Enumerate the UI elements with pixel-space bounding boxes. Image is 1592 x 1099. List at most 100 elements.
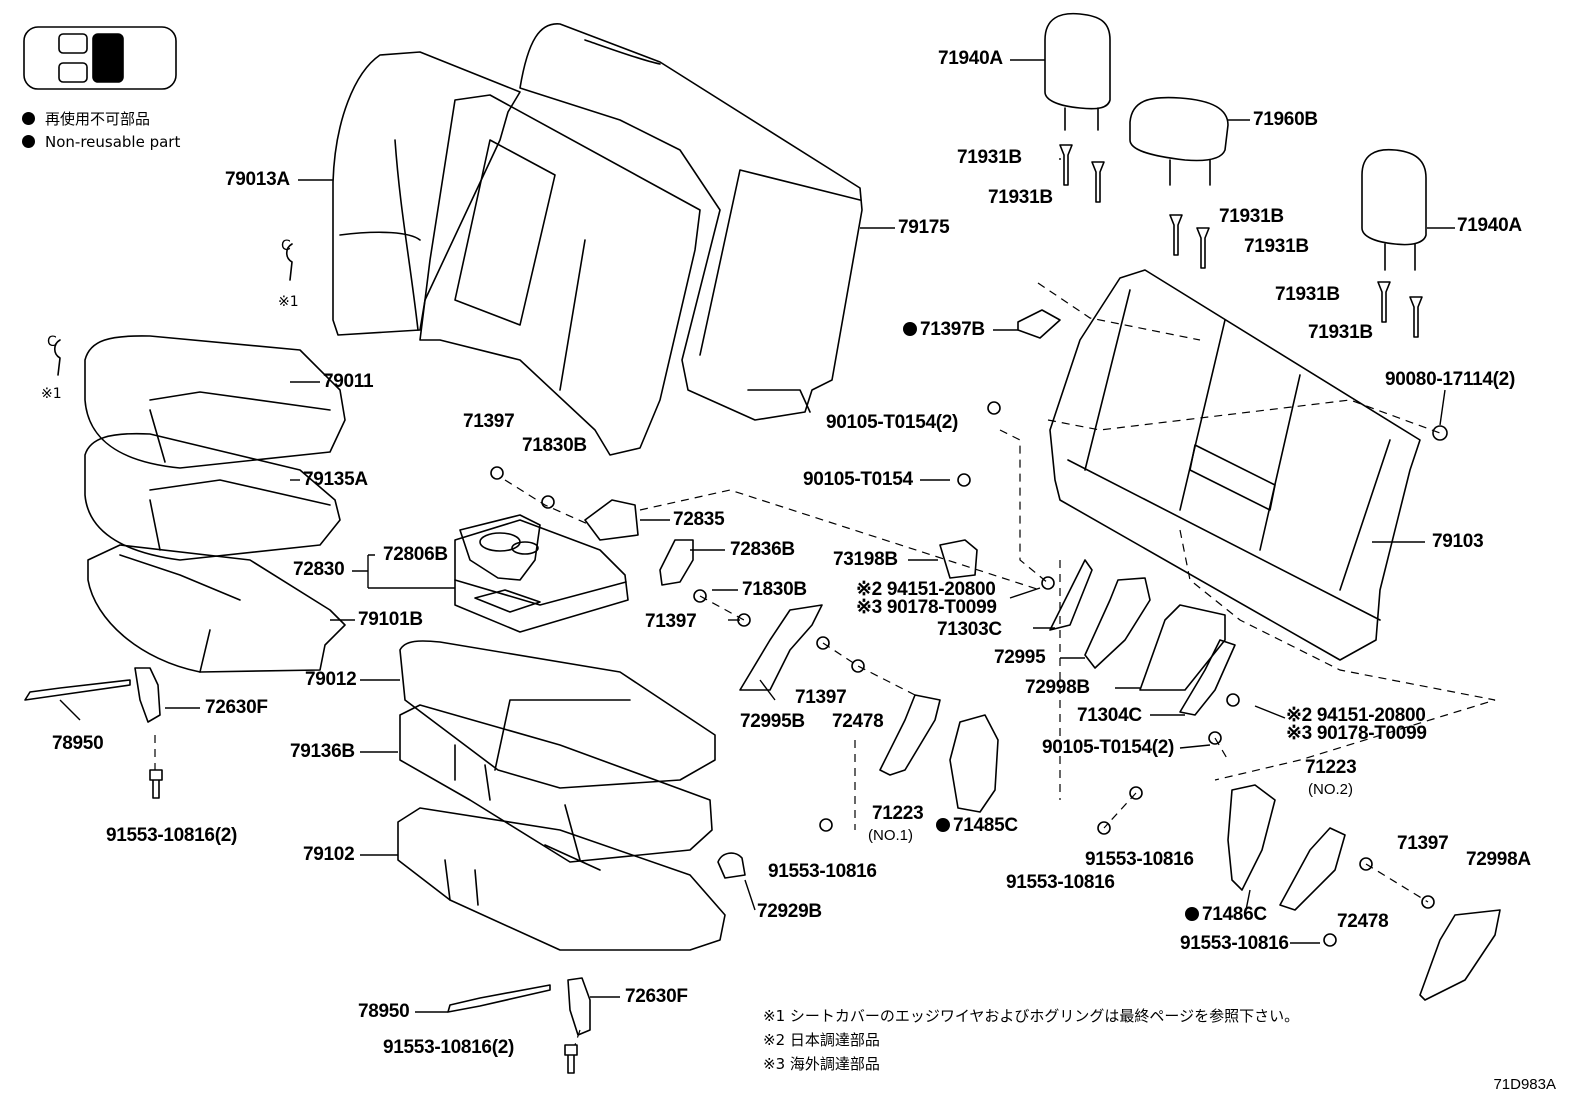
part-label-71223-no1[interactable]: 71223	[872, 803, 924, 824]
part-label-71931b[interactable]: 71931B	[1308, 322, 1373, 343]
part-label-71931b[interactable]: 71931B	[1219, 206, 1284, 227]
note-ref-3: ※3	[856, 597, 887, 618]
part-label-90105-t0154-2[interactable]: 90105-T0154(2)	[826, 412, 959, 433]
seatback-center	[419, 94, 701, 456]
part-label-71931b[interactable]: 71931B	[1275, 284, 1340, 305]
note-ref-mark: ※1	[278, 294, 299, 310]
illustration-code: 71D983A	[1493, 1076, 1556, 1093]
part-label-72835[interactable]: 72835	[673, 509, 725, 530]
part-label-71223-no2[interactable]: 71223	[1305, 757, 1357, 778]
part-label-79136b[interactable]: 79136B	[290, 741, 355, 762]
part-label-79012[interactable]: 79012	[305, 669, 357, 690]
part-label-79102[interactable]: 79102	[303, 844, 355, 865]
part-number: 94151-20800	[886, 579, 996, 600]
part-label-79103[interactable]: 79103	[1432, 531, 1484, 552]
part-label-90105-t0154[interactable]: 90105-T0154	[803, 469, 913, 490]
cushion-pad-79135a	[84, 432, 341, 561]
part-label-72630f[interactable]: 72630F	[205, 697, 268, 718]
part-label-72836b[interactable]: 72836B	[730, 539, 795, 560]
non-reusable-dot-icon	[936, 818, 950, 832]
part-label-79013a[interactable]: 79013A	[225, 169, 290, 190]
part-label-78950[interactable]: 78950	[52, 733, 104, 754]
part-label-79175[interactable]: 79175	[898, 217, 950, 238]
note-ref-mark: ※1	[41, 386, 62, 402]
part-label-71931b[interactable]: 71931B	[1244, 236, 1309, 257]
bracket-72630f-b	[567, 977, 591, 1036]
part-label-79135a[interactable]: 79135A	[303, 469, 368, 490]
non-reusable-dot-icon	[1185, 907, 1199, 921]
legend-en: Non-reusable part	[22, 133, 180, 151]
part-label-72929b[interactable]: 72929B	[757, 901, 822, 922]
hook-78950-b	[447, 984, 551, 1013]
part-label-71931b[interactable]: 71931B	[957, 147, 1022, 168]
part-label-94151-20800[interactable]: ※2 94151-20800	[1286, 706, 1426, 726]
part-label-72830[interactable]: 72830	[293, 559, 345, 580]
part-label-90178-t0099[interactable]: ※3 90178-T0099	[856, 598, 997, 618]
armrest-72830	[454, 519, 629, 633]
part-label-71830b[interactable]: 71830B	[742, 579, 807, 600]
legend-jp-text: 再使用不可部品	[45, 110, 151, 128]
part-number: 94151-20800	[1316, 705, 1426, 726]
part-label-71397[interactable]: 71397	[645, 611, 697, 632]
part-label-73198b[interactable]: 73198B	[833, 549, 898, 570]
part-label-71485c[interactable]: 71485C	[936, 816, 1018, 836]
part-label-71960b[interactable]: 71960B	[1253, 109, 1318, 130]
part-label-91553-10816-2[interactable]: 91553-10816(2)	[383, 1037, 515, 1058]
part-label-72995b[interactable]: 72995B	[740, 711, 805, 732]
bullet-icon	[22, 135, 35, 148]
part-label-71304c[interactable]: 71304C	[1077, 705, 1142, 726]
note-ref-2: ※2	[856, 579, 887, 600]
ring-mark: C	[47, 334, 57, 350]
part-label-71931b[interactable]: 71931B	[988, 187, 1053, 208]
part-label-71397[interactable]: 71397	[795, 687, 847, 708]
part-label-72630f[interactable]: 72630F	[625, 986, 688, 1007]
part-label-90105-t0154-2[interactable]: 90105-T0154(2)	[1042, 737, 1175, 758]
seatback-frame-79103	[1049, 269, 1421, 661]
assembly-dashed-lines	[154, 282, 1496, 1046]
part-label-72478[interactable]: 72478	[1337, 911, 1389, 932]
part-number: 71486C	[1202, 904, 1267, 925]
part-label-71397[interactable]: 71397	[1397, 833, 1449, 854]
cushion-79011	[84, 335, 346, 469]
non-reusable-dot-icon	[903, 322, 917, 336]
bracket-71304c	[1179, 639, 1236, 716]
part-label-90178-t0099[interactable]: ※3 90178-T0099	[1286, 724, 1427, 744]
cover-72998a	[1419, 909, 1501, 1001]
clip-71397b	[1017, 309, 1061, 339]
headrest-71940a-right	[1361, 148, 1427, 271]
part-label-71397b[interactable]: 71397B	[903, 320, 985, 340]
part-label-72998a[interactable]: 72998A	[1466, 849, 1531, 870]
part-label-79011[interactable]: 79011	[323, 371, 374, 392]
part-label-91553-10816[interactable]: 91553-10816	[1085, 849, 1194, 870]
bracket-72630f-a	[134, 667, 161, 723]
cover-72995	[1084, 577, 1151, 669]
footnote-3: ※3 海外調達部品	[763, 1055, 880, 1073]
part-label-72478[interactable]: 72478	[832, 711, 884, 732]
part-label-94151-20800[interactable]: ※2 94151-20800	[856, 580, 996, 600]
part-label-90080-17114-2[interactable]: 90080-17114(2)	[1385, 369, 1515, 390]
part-label-71830b[interactable]: 71830B	[522, 435, 587, 456]
part-label-71940a[interactable]: 71940A	[938, 48, 1003, 69]
part-label-91553-10816[interactable]: 91553-10816	[1180, 933, 1289, 954]
footnote-1: ※1 シートカバーのエッジワイヤおよびホグリングは最終ページを参照下さい。	[763, 1007, 1300, 1025]
cover-72998b	[1139, 604, 1226, 691]
bracket-72836b	[659, 539, 694, 586]
headrest-71940a-left	[1044, 12, 1111, 131]
part-label-72998b[interactable]: 72998B	[1025, 677, 1090, 698]
part-label-71303c[interactable]: 71303C	[937, 619, 1002, 640]
cover-71485c	[949, 714, 999, 813]
part-label-71486c[interactable]: 71486C	[1185, 905, 1267, 925]
part-label-91553-10816[interactable]: 91553-10816	[768, 861, 877, 882]
bracket-71223-no1	[879, 694, 941, 776]
part-label-71940a[interactable]: 71940A	[1457, 215, 1522, 236]
part-label-71397[interactable]: 71397	[463, 411, 515, 432]
part-label-91553-10816[interactable]: 91553-10816	[1006, 872, 1115, 893]
part-label-72806b[interactable]: 72806B	[383, 544, 448, 565]
bracket-71223-no2	[1279, 827, 1346, 911]
part-label-91553-10816-2[interactable]: 91553-10816(2)	[106, 825, 238, 846]
part-label-78950[interactable]: 78950	[358, 1001, 410, 1022]
part-label-72995[interactable]: 72995	[994, 647, 1046, 668]
note-ref-3: ※3	[1286, 723, 1317, 744]
part-label-79101b[interactable]: 79101B	[358, 609, 423, 630]
